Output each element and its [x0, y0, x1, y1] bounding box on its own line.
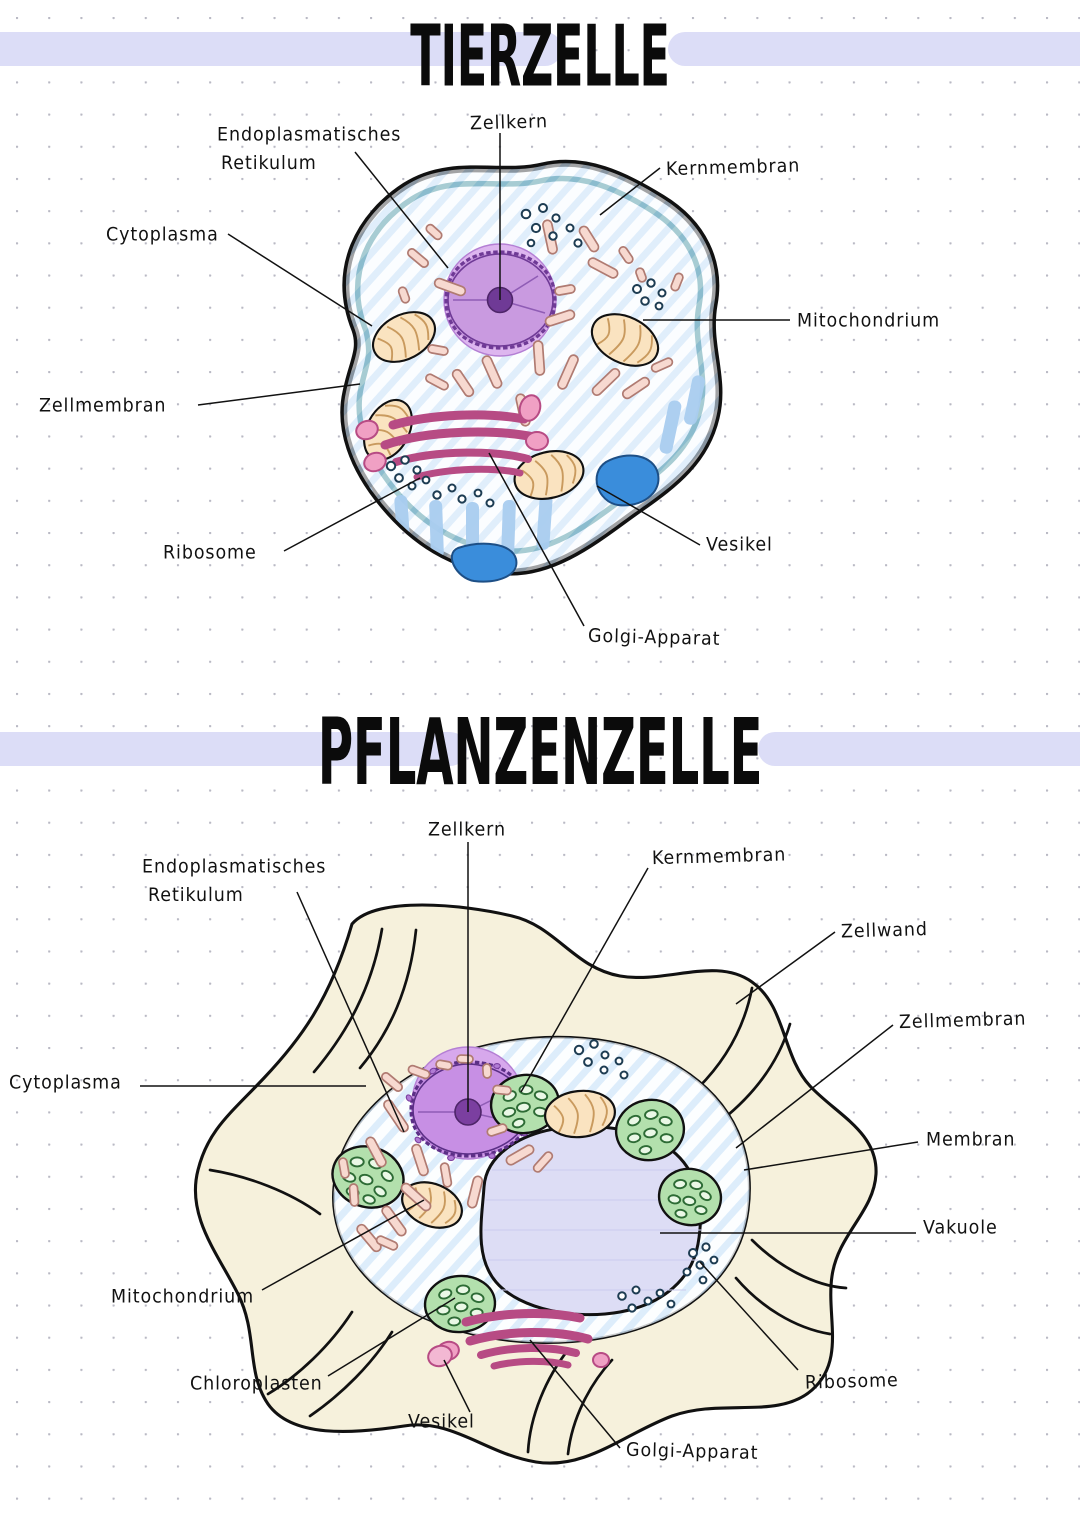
leader-vesikel-plant	[443, 1359, 471, 1413]
zellkern-animal	[443, 243, 557, 357]
leader-kernmembran-plant	[520, 867, 649, 1093]
vesikel-animal	[451, 454, 660, 583]
zellmembran-inner-teal	[355, 175, 706, 554]
label-mitochondrium-plant: Mitochondrium	[111, 1286, 255, 1308]
leader-zellmembran-animal	[197, 383, 361, 406]
leader-golgi-plant	[529, 1339, 621, 1449]
plant-cell-title-band: PFLANZENZELLE	[0, 707, 1080, 799]
leader-membran-plant	[743, 1141, 919, 1171]
leader-chloroplasten-plant	[327, 1297, 456, 1377]
label-chloroplasten-plant: Chloroplasten	[190, 1373, 323, 1395]
label-vesikel-animal: Vesikel	[706, 534, 773, 556]
nucleolus-plant	[454, 1098, 482, 1126]
leader-mito-plant	[261, 1199, 425, 1291]
vesikel-plant	[427, 1344, 453, 1368]
ribosome-plant	[573, 1039, 719, 1313]
label-membran-plant: Membran	[926, 1129, 1016, 1151]
leader-zellmembran-plant	[735, 1024, 894, 1149]
golgi-apparat-animal	[355, 394, 549, 481]
label-kernmembran-plant: Kernmembran	[651, 844, 787, 870]
zellkern-plant	[405, 1046, 532, 1162]
plant-cell-title: PFLANZENZELLE	[317, 700, 763, 807]
plant-cell-diagram	[0, 700, 1080, 1526]
zellmembran-plant	[332, 1035, 751, 1344]
label-zellmembran-animal: Zellmembran	[39, 395, 167, 417]
golgi-apparat-plant	[436, 1309, 610, 1370]
zellmembran-outer-outline	[340, 159, 723, 576]
animal-cell-title-band: TIERZELLE	[0, 14, 1080, 99]
leader-er-plant	[296, 891, 405, 1133]
endoplasmatisches-retikulum-animal	[397, 219, 684, 427]
leader-zellwand-plant	[735, 931, 836, 1005]
label-cytoplasma-plant: Cytoplasma	[9, 1072, 122, 1094]
label-golgi-animal: Golgi-Apparat	[587, 625, 721, 651]
label-zellwand-plant: Zellwand	[840, 919, 929, 943]
leader-vesikel-animal	[596, 485, 701, 546]
mitochondrien-plant	[401, 1089, 616, 1229]
label-zellmembran-plant: Zellmembran	[898, 1008, 1027, 1034]
animal-cell-leader-lines	[197, 133, 790, 627]
label-zellkern-plant: Zellkern	[428, 819, 506, 841]
plant-cell-leader-lines	[140, 842, 919, 1449]
leader-ribosome-animal	[283, 477, 421, 552]
label-ribosome-animal: Ribosome	[163, 542, 257, 564]
label-ribosome-plant: Ribosome	[804, 1370, 899, 1394]
kernmembran-animal	[444, 250, 557, 350]
label-vesikel-plant: Vesikel	[408, 1411, 475, 1433]
label-mitochondrium-animal: Mitochondrium	[797, 310, 941, 332]
label-vakuole-plant: Vakuole	[923, 1217, 998, 1239]
label-er-plant: Endoplasmatisches Retikulum	[142, 856, 327, 907]
ribosome-animal	[385, 203, 667, 508]
label-er-animal: Endoplasmatisches Retikulum	[217, 124, 402, 175]
leader-golgi-animal	[488, 452, 585, 627]
label-zellkern-animal: Zellkern	[469, 111, 549, 135]
label-golgi-plant: Golgi-Apparat	[625, 1439, 759, 1465]
vakuole	[479, 1124, 703, 1317]
leader-kernmembran-animal	[599, 167, 661, 216]
animal-cell-body	[340, 159, 723, 583]
endoplasmatisches-retikulum-plant	[338, 1054, 554, 1253]
leader-ribosome-plant	[699, 1261, 799, 1371]
label-cytoplasma-animal: Cytoplasma	[106, 224, 219, 246]
animal-cell-title: TIERZELLE	[410, 6, 670, 106]
label-kernmembran-animal: Kernmembran	[665, 155, 801, 181]
chloroplasten	[331, 1073, 723, 1334]
nucleolus	[486, 286, 514, 314]
kernmembran-plant	[409, 1060, 532, 1158]
mitochondrien-animal	[363, 311, 660, 500]
leader-cytoplasma-animal	[227, 233, 373, 327]
